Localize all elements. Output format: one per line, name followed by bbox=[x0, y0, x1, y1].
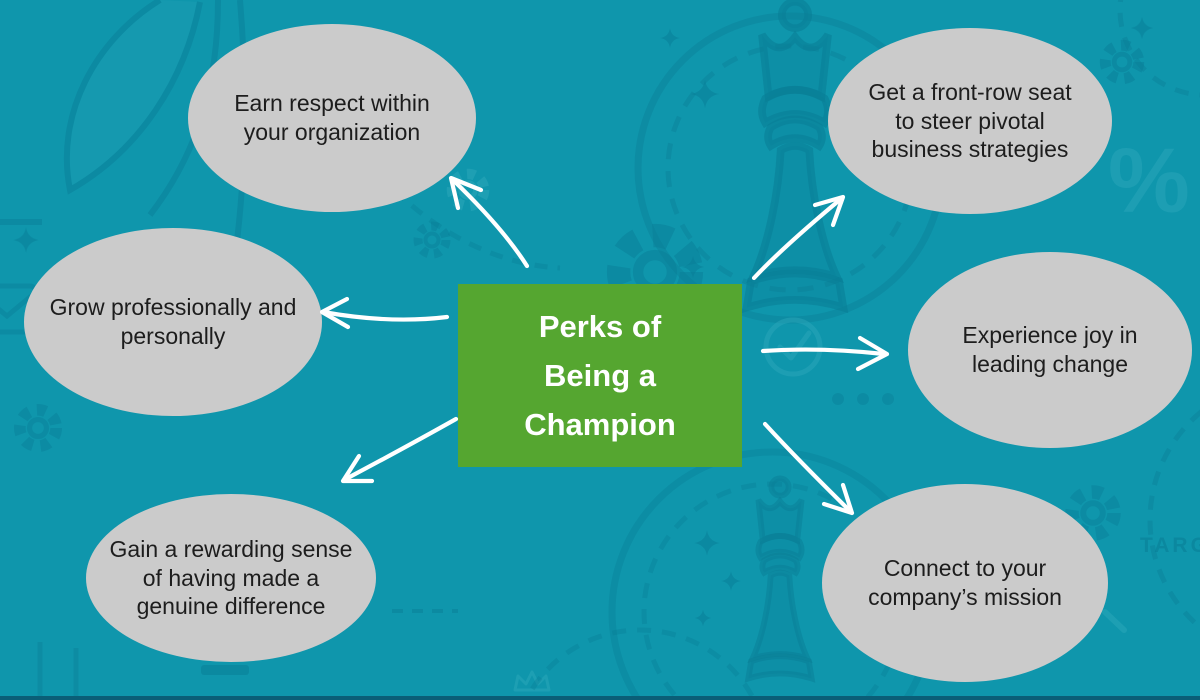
node-label: Earn respect within your organization bbox=[234, 90, 430, 145]
arrow-to-experience-joy bbox=[760, 335, 890, 372]
percent-symbol: % bbox=[1108, 130, 1190, 232]
node-ellipse-experience-joy: Experience joy in leading change bbox=[908, 252, 1192, 448]
node-ellipse-grow-professionally: Grow professionally and personally bbox=[24, 228, 322, 416]
arrow-to-front-row-seat bbox=[751, 194, 846, 281]
title-line-2: Being a bbox=[544, 358, 656, 393]
crown-icon bbox=[513, 670, 551, 692]
bottom-edge-bar bbox=[0, 696, 1200, 700]
arrow-to-grow-professionally bbox=[319, 296, 450, 330]
center-title-box: Perks of Being a Champion bbox=[458, 284, 742, 467]
dots-decoration bbox=[832, 393, 894, 405]
title-line-1: Perks of bbox=[538, 309, 662, 344]
node-label: Experience joy in leading change bbox=[962, 322, 1138, 377]
arrow-to-company-mission bbox=[762, 421, 855, 516]
node-label: Grow professionally and personally bbox=[49, 294, 297, 349]
node-label: Get a front-row seat to steer pivotal bu… bbox=[868, 78, 1072, 163]
node-label: Connect to your company’s mission bbox=[868, 555, 1062, 610]
arrow-to-genuine-difference bbox=[340, 416, 459, 484]
title-line-3: Champion bbox=[524, 407, 676, 442]
arrow-to-earn-respect bbox=[448, 175, 530, 269]
node-label: Gain a rewarding sense of having made a … bbox=[109, 535, 353, 620]
target-watermark: TARGET bbox=[1140, 534, 1200, 557]
check-circle-icon bbox=[763, 317, 823, 377]
node-ellipse-front-row-seat: Get a front-row seat to steer pivotal bu… bbox=[828, 28, 1112, 214]
node-ellipse-company-mission: Connect to your company’s mission bbox=[822, 484, 1108, 682]
node-ellipse-earn-respect: Earn respect within your organization bbox=[188, 24, 476, 212]
node-ellipse-genuine-difference: Gain a rewarding sense of having made a … bbox=[86, 494, 376, 662]
